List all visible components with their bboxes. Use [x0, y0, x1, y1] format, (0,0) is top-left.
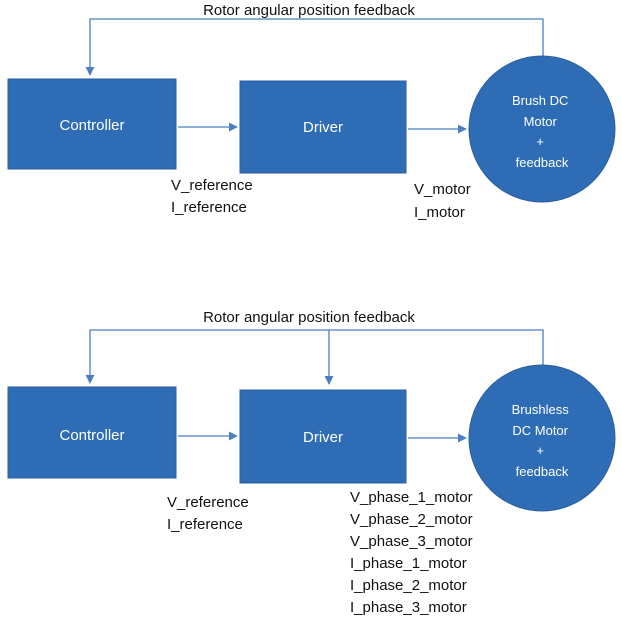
top-controller-signal: I_reference	[171, 199, 247, 216]
top-driver-label: Driver	[303, 119, 343, 136]
top-motor-line: feedback	[516, 155, 569, 170]
top-controller-label: Controller	[59, 117, 124, 134]
top-feedback-path	[85, 18, 544, 78]
bottom-feedback-label: Rotor angular position feedback	[203, 309, 415, 326]
brush-dc-diagram: Rotor angular position feedback Controll…	[7, 2, 616, 221]
bottom-driver-signal: V_phase_1_motor	[350, 489, 473, 506]
bottom-feedback-path	[85, 329, 544, 384]
bottom-controller-label: Controller	[59, 427, 124, 444]
top-feedback-label: Rotor angular position feedback	[203, 2, 415, 19]
bottom-controller-signal: V_reference	[167, 494, 249, 511]
top-motor-label: Brush DC Motor + feedback	[512, 93, 572, 170]
top-motor-line: Brush DC	[512, 93, 568, 108]
bottom-driver-signal: I_phase_1_motor	[350, 555, 467, 572]
bottom-motor-line: Brushless	[512, 402, 570, 417]
top-motor-line: Motor	[524, 114, 558, 129]
top-controller-block	[7, 78, 177, 170]
bottom-driver-signals: V_phase_1_motor V_phase_2_motor V_phase_…	[350, 489, 477, 616]
bottom-motor-line: feedback	[516, 464, 569, 479]
bottom-brushless-dc-motor	[468, 364, 616, 512]
bottom-controller-block	[7, 386, 177, 479]
bottom-driver-label: Driver	[303, 429, 343, 446]
top-controller-signal: V_reference	[171, 177, 253, 194]
bottom-controller-signal: I_reference	[167, 516, 243, 533]
bottom-driver-signal: I_phase_3_motor	[350, 599, 467, 616]
top-driver-signals: V_motor I_motor	[414, 181, 475, 221]
bottom-motor-line: DC Motor	[512, 423, 568, 438]
top-driver-signal: I_motor	[414, 204, 465, 221]
bottom-motor-line: +	[536, 443, 544, 458]
brushless-dc-diagram: Rotor angular position feedback Controll…	[7, 309, 616, 616]
bottom-motor-label: Brushless DC Motor + feedback	[512, 402, 573, 479]
top-controller-signals: V_reference I_reference	[171, 177, 257, 216]
top-driver-block	[239, 80, 407, 174]
top-driver-signal: V_motor	[414, 181, 471, 198]
bottom-driver-signal: I_phase_2_motor	[350, 577, 467, 594]
bottom-driver-signal: V_phase_3_motor	[350, 533, 473, 550]
bottom-controller-signals: V_reference I_reference	[167, 494, 253, 533]
top-motor-line: +	[536, 134, 544, 149]
top-brush-dc-motor	[468, 55, 616, 203]
bottom-driver-signal: V_phase_2_motor	[350, 511, 473, 528]
bottom-driver-block	[239, 389, 407, 484]
